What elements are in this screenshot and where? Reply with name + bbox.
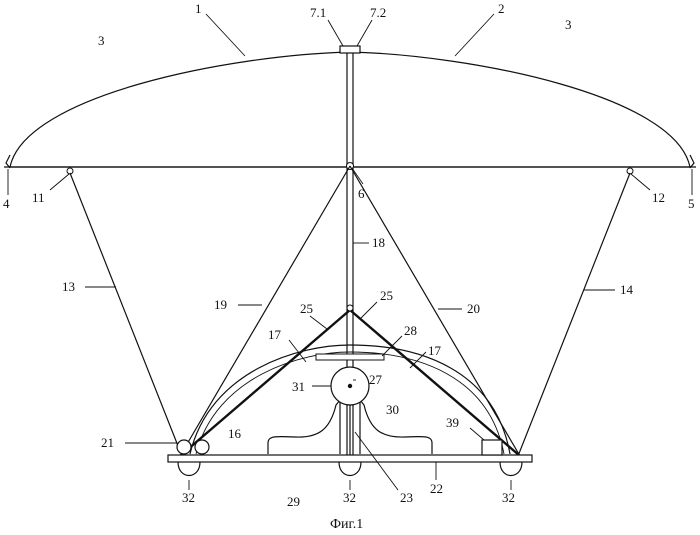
wheel-32-center [338,461,362,477]
box-39 [481,439,503,456]
label-3-right: 3 [565,17,572,32]
label-32-right: 32 [502,490,515,505]
seat-30 [359,398,433,454]
roof-panel-28 [315,353,385,361]
label-28: 28 [404,323,417,338]
cable-14 [517,172,631,457]
label-30: 30 [386,402,399,417]
cable-20 [349,165,521,457]
figure-caption: Фиг.1 [330,517,363,532]
leader-71 [327,19,344,47]
leader-17a [288,339,307,363]
leader-1 [205,13,246,57]
label-39: 39 [446,415,459,430]
leader-39 [469,427,485,441]
leader-17b [409,351,427,369]
brace-25-left [179,309,351,457]
leader-25a [309,315,328,330]
label-3-left: 3 [98,33,105,48]
leader-28 [381,335,403,357]
label-20: 20 [467,301,480,316]
label-21: 21 [101,435,114,450]
wheel-32-left [177,461,201,477]
label-23: 23 [400,490,413,505]
leader-6 [351,167,364,185]
leader-23 [354,431,399,491]
cabin-dome [189,344,511,455]
leader-11 [49,173,70,191]
label-11: 11 [32,190,45,205]
label-22: 22 [430,481,443,496]
roller-21b [194,439,210,455]
label-27: 27 [369,372,383,387]
wheel-32-right [499,461,523,477]
label-1: 1 [195,1,202,16]
wing-left-tip [5,154,11,169]
label-17-right: 17 [428,343,442,358]
label-19: 19 [214,297,227,312]
label-25-right: 25 [380,288,393,303]
label-18: 18 [372,235,385,250]
label-29: 29 [287,494,300,509]
label-14: 14 [620,282,634,297]
label-7-2: 7.2 [370,5,386,20]
cable-13 [69,172,183,457]
label-31: 31 [292,379,305,394]
brace-25-right [349,309,521,457]
cabin-dome-inner [195,351,505,455]
wing-top-fitting [339,45,361,54]
seat-29 [267,398,341,454]
label-25-left: 25 [300,301,313,316]
leader-12 [630,173,651,191]
cable-19 [179,165,351,457]
mast-top-joint [346,304,354,312]
roller-21 [176,439,192,455]
leader-2 [454,13,495,57]
label-2: 2 [498,1,505,16]
label-32-center: 32 [343,490,356,505]
control-hub-27 [347,383,353,389]
leader-25b [360,301,378,319]
label-5: 5 [688,196,695,211]
wing-canopy [9,51,691,168]
label-32-left: 32 [182,490,195,505]
label-16: 16 [228,426,242,441]
label-4: 4 [3,196,10,211]
wing-right-tip [689,154,695,169]
leader-72 [356,19,373,47]
label-6: 6 [358,186,365,201]
label-7-1: 7.1 [310,5,326,20]
label-12: 12 [652,190,665,205]
label-13: 13 [62,279,75,294]
base-frame-22 [167,454,533,463]
label-17-left: 17 [268,327,282,342]
